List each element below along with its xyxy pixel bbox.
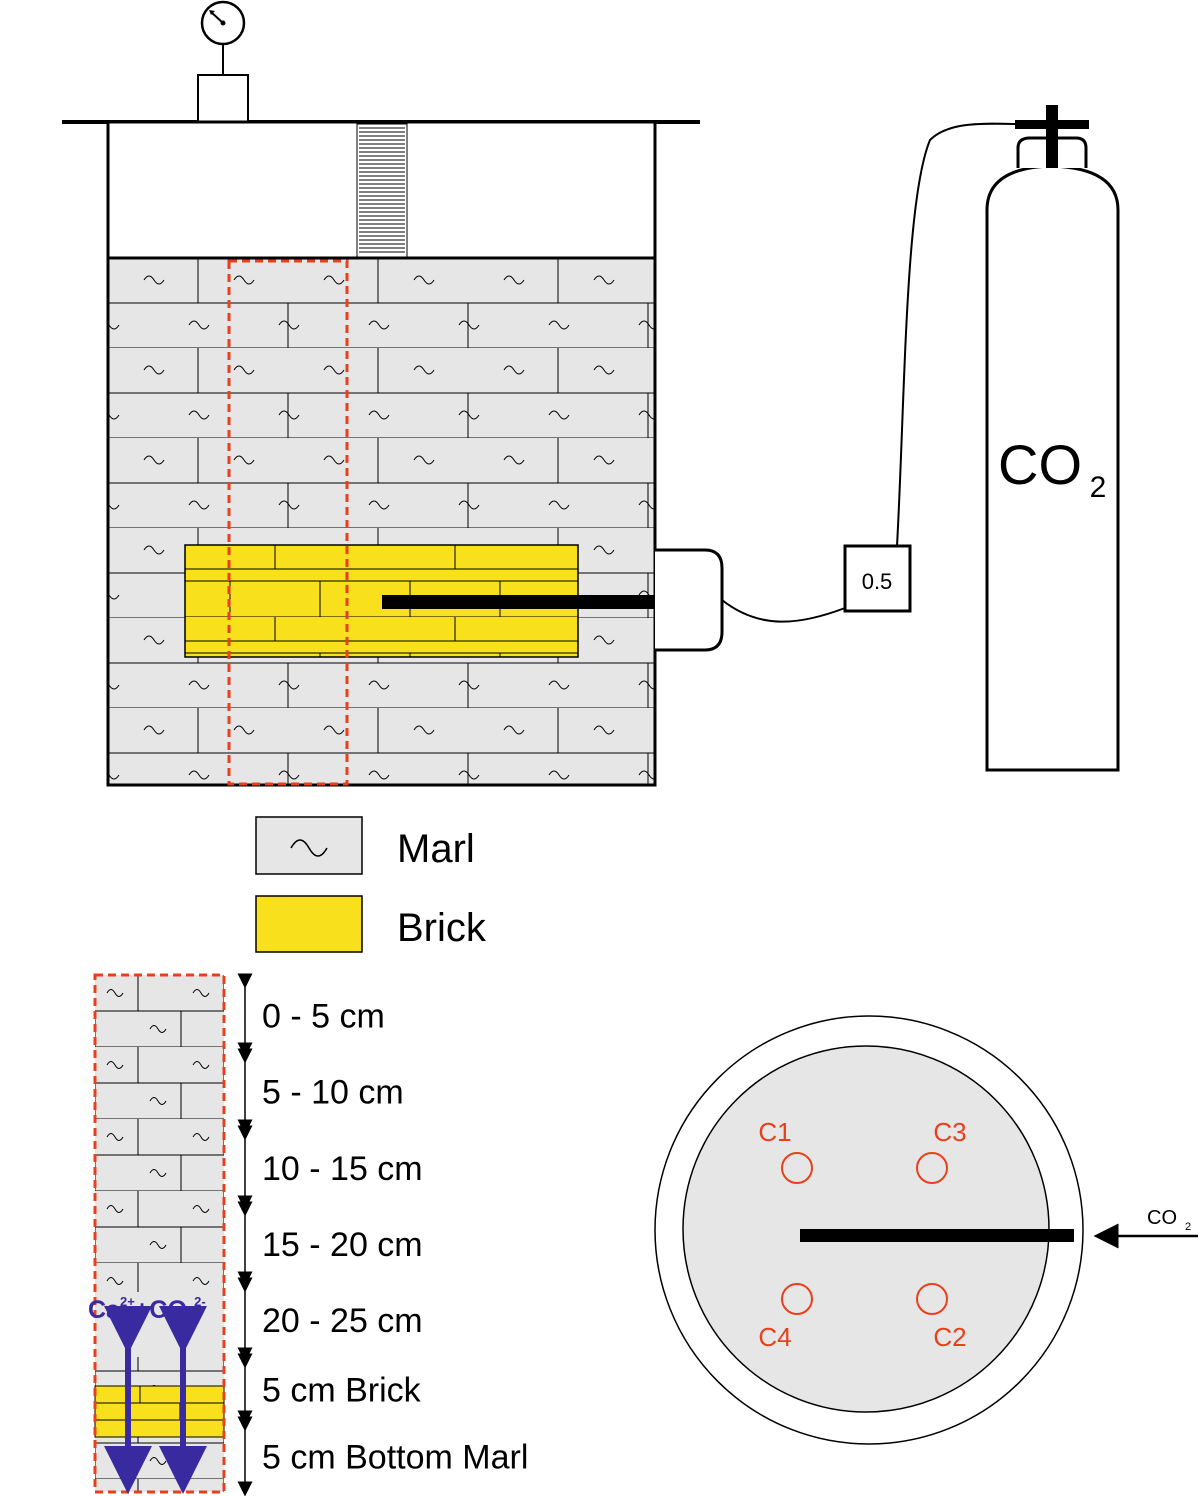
top-view-tube: [800, 1229, 1074, 1242]
reaction-label: Ca2++CO32-: [88, 1294, 206, 1329]
layer-label-5: 20 - 25 cm: [262, 1302, 423, 1340]
column-brick: [94, 1385, 225, 1438]
layer-label-2: 5 - 10 cm: [262, 1074, 404, 1112]
core-label-c4: C4: [758, 1322, 791, 1352]
layer-label-3: 10 - 15 cm: [262, 1150, 423, 1188]
cylinder-valve: [1046, 105, 1058, 168]
legend: Marl Brick: [255, 816, 487, 953]
screw-shaft: [356, 123, 408, 259]
gas-line-lower: [721, 599, 846, 623]
marl-symbol-icon: [290, 839, 328, 857]
pressure-gauge-icon: [200, 0, 246, 46]
legend-label-marl: Marl: [397, 827, 475, 871]
co2-cylinder: CO 2: [985, 105, 1120, 772]
legend-label-brick: Brick: [397, 906, 487, 950]
cylinder-label: CO: [998, 433, 1082, 496]
column-outline: [93, 973, 226, 1494]
inlet-label-sub: 2: [1185, 1221, 1191, 1233]
layer-label-6: 5 cm Brick: [262, 1372, 422, 1410]
top-view: C1 C3 C4 C2 CO 2: [654, 1015, 1198, 1445]
layer-label-4: 15 - 20 cm: [262, 1226, 423, 1264]
reactor-vessel: [62, 0, 724, 787]
core-c1: [781, 1152, 813, 1184]
legend-swatch-brick: [255, 895, 363, 953]
layer-scale: 0 - 5 cm 5 - 10 cm 10 - 15 cm 15 - 20 cm 20 …: [237, 973, 528, 1496]
core-c3: [916, 1152, 948, 1184]
core-label-c3: C3: [933, 1117, 966, 1147]
flow-meter-value: 0.5: [862, 569, 893, 594]
core-c2: [916, 1283, 948, 1315]
cylinder-label-sub: 2: [1090, 471, 1107, 504]
gas-line-upper: [896, 122, 1021, 547]
inlet-label: CO: [1147, 1207, 1177, 1229]
column-marl-upper: [95, 975, 224, 1292]
gauge-mount: [197, 74, 249, 123]
sample-column: Ca2++CO32-: [88, 973, 226, 1494]
side-port: [655, 548, 724, 652]
core-label-c2: C2: [933, 1322, 966, 1352]
layer-label-7: 5 cm Bottom Marl: [262, 1439, 528, 1477]
flow-meter: 0.5: [843, 544, 912, 613]
gas-injection-tube: [382, 595, 708, 609]
marl-fill: [106, 256, 657, 787]
sample-column-outline: [227, 259, 349, 786]
legend-swatch-marl: [255, 816, 363, 875]
core-label-c1: C1: [758, 1117, 791, 1147]
core-c4: [781, 1283, 813, 1315]
layer-label-1: 0 - 5 cm: [262, 998, 385, 1036]
